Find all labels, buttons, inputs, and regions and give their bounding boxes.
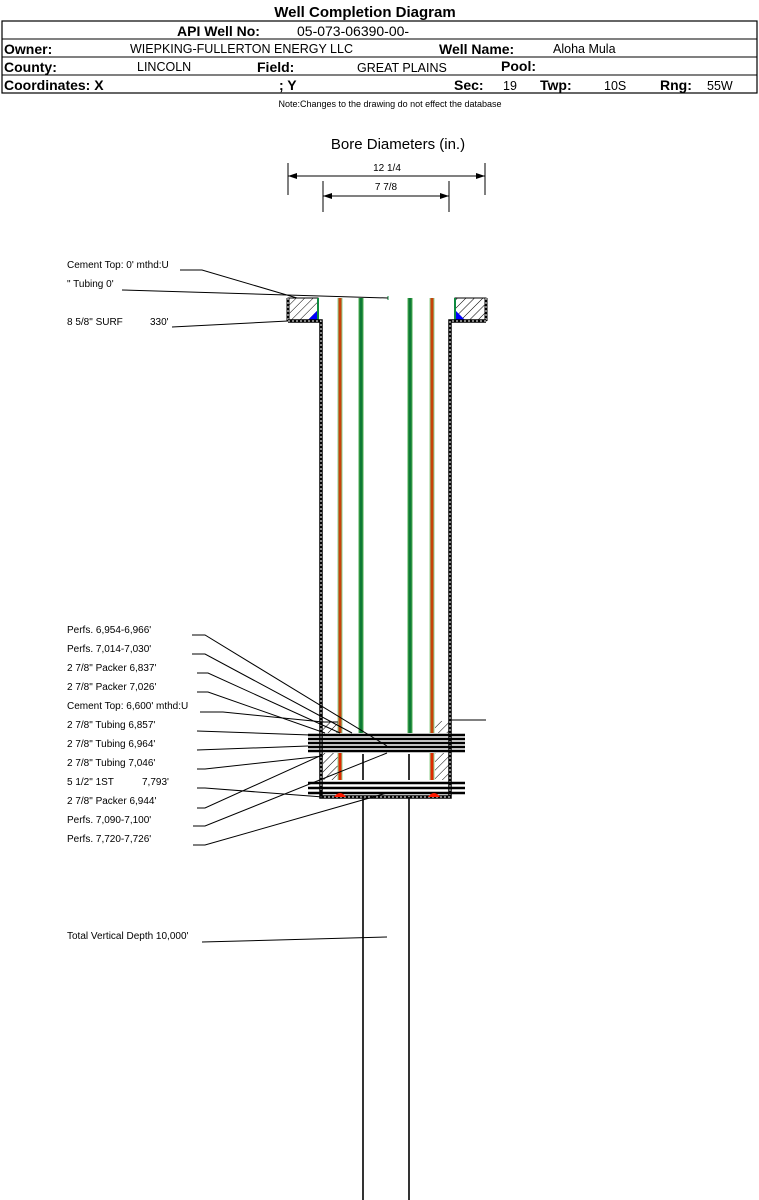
leader-tubing-3 xyxy=(197,755,324,770)
cement-hatch-right-lower xyxy=(435,753,449,780)
leader-tubing-1 xyxy=(196,730,311,736)
sec-label: Sec: xyxy=(454,77,484,93)
leader-packer-2 xyxy=(197,691,326,734)
api-value: 05-073-06390-00- xyxy=(297,23,409,39)
county-value: LINCOLN xyxy=(137,60,191,74)
county-label: County: xyxy=(4,59,57,75)
label-total-depth: Total Vertical Depth 10,000' xyxy=(67,931,189,942)
rng-label: Rng: xyxy=(660,77,692,93)
owner-value: WIEPKING-FULLERTON ENERGY LLC xyxy=(130,42,353,56)
owner-label: Owner: xyxy=(4,41,52,57)
rng-value: 55W xyxy=(707,79,733,93)
twp-value: 10S xyxy=(604,79,626,93)
label-packer-1: 2 7/8" Packer 6,837' xyxy=(67,663,156,674)
well-name-label: Well Name: xyxy=(439,41,514,57)
page-title: Well Completion Diagram xyxy=(274,4,455,21)
label-production-casing-depth: 7,793' xyxy=(142,777,169,788)
label-perfs-1: Perfs. 6,954-6,966' xyxy=(67,625,151,636)
leader-packer-1 xyxy=(197,672,341,734)
leader-cement-top-surface xyxy=(180,269,298,299)
cement-wedge-right xyxy=(455,310,466,321)
leader-lines xyxy=(121,269,389,943)
packer-seat-left xyxy=(334,793,346,797)
leader-perfs-4 xyxy=(193,792,388,846)
bore-diameters-title: Bore Diameters (in.) xyxy=(331,136,465,153)
leader-perfs-2 xyxy=(192,653,353,734)
cement-hatch-right-upper xyxy=(435,721,449,733)
arrowhead-right-icon xyxy=(440,193,449,199)
leader-tubing-surface xyxy=(121,289,389,299)
sec-value: 19 xyxy=(503,79,517,93)
packer-seat-right xyxy=(428,793,440,797)
cement-wedge-left xyxy=(307,310,318,321)
surface-cement xyxy=(286,297,488,322)
label-surface-casing-depth: 330' xyxy=(150,317,169,328)
header-table: API Well No: 05-073-06390-00- Owner: WIE… xyxy=(1,20,758,94)
label-cement-top-prod: Cement Top: 6,600' mthd:U xyxy=(67,701,188,712)
label-tubing-1: 2 7/8" Tubing 6,857' xyxy=(67,720,155,731)
leader-total-depth xyxy=(201,936,388,943)
annotations: Cement Top: 0' mthd:U " Tubing 0' 8 5/8"… xyxy=(67,260,189,942)
pool-label: Pool: xyxy=(501,58,536,74)
label-perfs-3: Perfs. 7,090-7,100' xyxy=(67,815,151,826)
leader-cement-top-prod xyxy=(200,711,338,723)
field-label: Field: xyxy=(257,59,294,75)
leader-perfs-1 xyxy=(192,634,388,747)
leader-production-casing xyxy=(197,787,324,798)
arrowhead-right-icon xyxy=(476,173,485,179)
casing-dash xyxy=(288,320,486,798)
coordinates-y-label: ; Y xyxy=(279,77,297,93)
casing-outline xyxy=(288,319,486,799)
leader-perfs-3 xyxy=(193,752,388,827)
casing xyxy=(288,319,486,799)
label-tubing-surface: " Tubing 0' xyxy=(67,279,114,290)
well-name-value: Aloha Mula xyxy=(553,42,616,56)
label-packer-2: 2 7/8" Packer 7,026' xyxy=(67,682,156,693)
label-tubing-2: 2 7/8" Tubing 6,964' xyxy=(67,739,155,750)
twp-label: Twp: xyxy=(540,77,572,93)
bore-diameters: Bore Diameters (in.) 12 1/4 7 7/8 xyxy=(287,136,486,212)
field-value: GREAT PLAINS xyxy=(357,61,447,75)
label-production-casing: 5 1/2" 1ST xyxy=(67,777,114,788)
inner-diameter-label: 7 7/8 xyxy=(375,182,398,193)
label-perfs-2: Perfs. 7,014-7,030' xyxy=(67,644,151,655)
label-tubing-3: 2 7/8" Tubing 7,046' xyxy=(67,758,155,769)
tubing-strings xyxy=(337,296,435,780)
cement-hatch-left-lower xyxy=(323,753,338,780)
leader-tubing-2 xyxy=(196,745,309,751)
arrowhead-left-icon xyxy=(288,173,297,179)
outer-diameter-label: 12 1/4 xyxy=(373,163,401,174)
label-perfs-4: Perfs. 7,720-7,726' xyxy=(67,834,151,845)
leader-surface-casing xyxy=(171,320,289,328)
label-surface-casing: 8 5/8" SURF xyxy=(67,317,123,328)
api-label: API Well No: xyxy=(177,23,260,39)
arrowhead-left-icon xyxy=(323,193,332,199)
leader-packer-3 xyxy=(197,754,323,809)
label-cement-top-surface: Cement Top: 0' mthd:U xyxy=(67,260,169,271)
open-hole xyxy=(362,754,410,1200)
database-note: Note:Changes to the drawing do not effec… xyxy=(279,99,502,109)
packers xyxy=(308,733,465,797)
coordinates-label: Coordinates: X xyxy=(4,77,104,93)
label-packer-3: 2 7/8" Packer 6,944' xyxy=(67,796,156,807)
